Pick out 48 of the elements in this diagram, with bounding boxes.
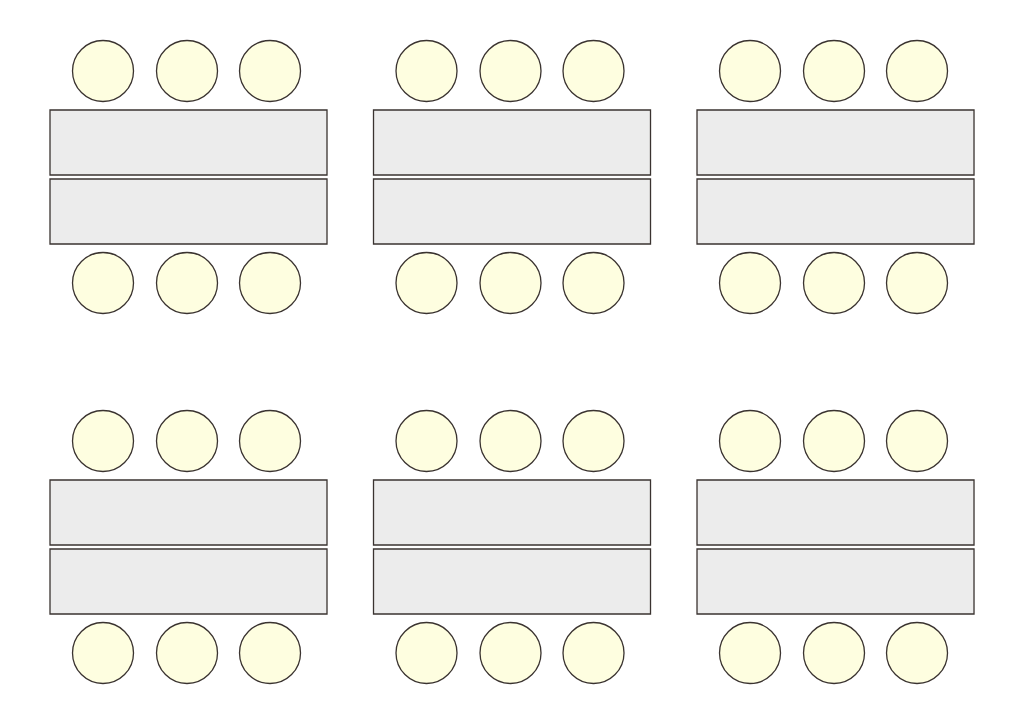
table-box bbox=[49, 178, 328, 245]
chair-circle bbox=[562, 409, 625, 473]
chair-circle bbox=[71, 409, 135, 473]
chair-circle bbox=[155, 251, 219, 315]
chair-circle bbox=[71, 39, 135, 103]
chair-circle bbox=[562, 621, 625, 685]
chair-circle bbox=[71, 251, 135, 315]
chair-circle bbox=[155, 409, 219, 473]
chair-circle bbox=[802, 39, 866, 103]
chair-circle bbox=[155, 621, 219, 685]
chair-circle bbox=[885, 621, 949, 685]
chair-circle bbox=[802, 621, 866, 685]
chair-circle bbox=[885, 251, 949, 315]
table-box bbox=[372, 178, 652, 245]
chair-circle bbox=[562, 251, 625, 315]
chair-circle bbox=[718, 39, 782, 103]
table-box bbox=[696, 548, 975, 615]
chair-circle bbox=[71, 621, 135, 685]
table-box bbox=[696, 109, 975, 176]
chair-circle bbox=[562, 39, 625, 103]
chair-circle bbox=[718, 251, 782, 315]
table-box bbox=[49, 479, 328, 546]
chair-circle bbox=[238, 409, 302, 473]
chair-circle bbox=[802, 251, 866, 315]
chair-circle bbox=[395, 621, 458, 685]
table-box bbox=[372, 479, 652, 546]
table-box bbox=[696, 479, 975, 546]
chair-circle bbox=[395, 409, 458, 473]
chair-circle bbox=[479, 251, 542, 315]
chair-circle bbox=[395, 251, 458, 315]
table-box bbox=[49, 548, 328, 615]
chair-circle bbox=[718, 409, 782, 473]
chair-circle bbox=[155, 39, 219, 103]
chair-circle bbox=[395, 39, 458, 103]
chair-circle bbox=[802, 409, 866, 473]
chair-circle bbox=[479, 39, 542, 103]
chair-circle bbox=[238, 39, 302, 103]
chair-circle bbox=[479, 409, 542, 473]
chair-circle bbox=[885, 39, 949, 103]
chair-circle bbox=[238, 251, 302, 315]
chair-circle bbox=[885, 409, 949, 473]
table-box bbox=[372, 109, 652, 176]
table-box bbox=[49, 109, 328, 176]
chair-circle bbox=[238, 621, 302, 685]
chair-circle bbox=[718, 621, 782, 685]
table-box bbox=[372, 548, 652, 615]
table-box bbox=[696, 178, 975, 245]
chair-circle bbox=[479, 621, 542, 685]
